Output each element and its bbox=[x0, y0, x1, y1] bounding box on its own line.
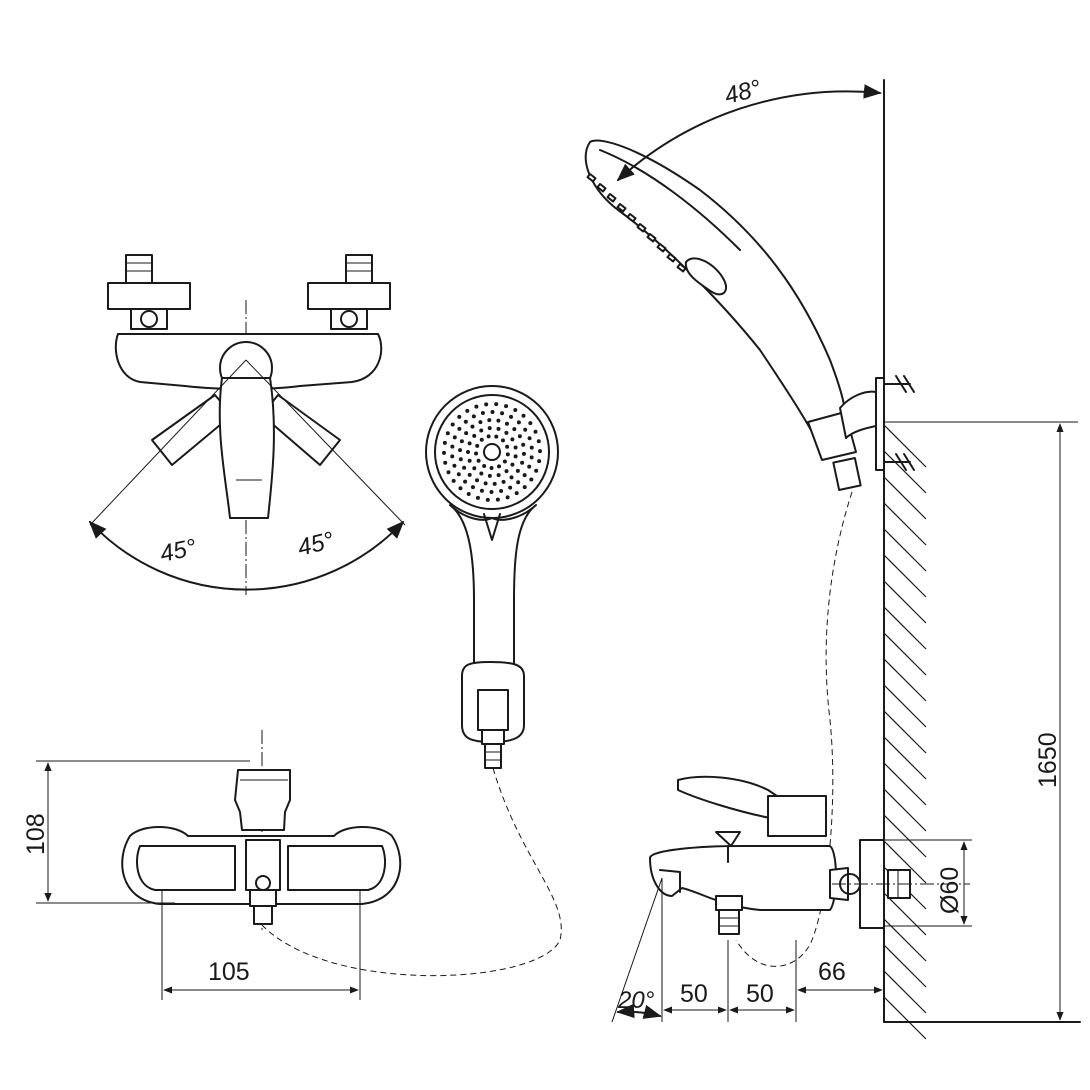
mixer-front-view: 108 105 bbox=[22, 730, 402, 1000]
shower-tilt-label: 48° bbox=[722, 75, 764, 110]
offset-66-label: 66 bbox=[818, 958, 846, 986]
side-view: 48° 20° 50 50 66 1650 bbox=[584, 75, 1081, 1040]
lever-angle-right-label: 45° bbox=[295, 527, 337, 562]
height-108-label: 108 bbox=[22, 813, 50, 855]
hose-line-left bbox=[261, 767, 562, 977]
lever-angle-left-label: 45° bbox=[158, 534, 200, 568]
offset-50b-label: 50 bbox=[746, 980, 774, 1008]
width-105-label: 105 bbox=[208, 958, 250, 986]
offset-50a-label: 50 bbox=[680, 980, 708, 1008]
spout-angle-label: 20° bbox=[617, 987, 655, 1014]
mixer-top-view: 45° 45° bbox=[88, 254, 406, 595]
diameter-60-label: Ø60 bbox=[936, 867, 964, 914]
height-1650-label: 1650 bbox=[1034, 732, 1062, 788]
hand-shower-front bbox=[425, 385, 559, 769]
